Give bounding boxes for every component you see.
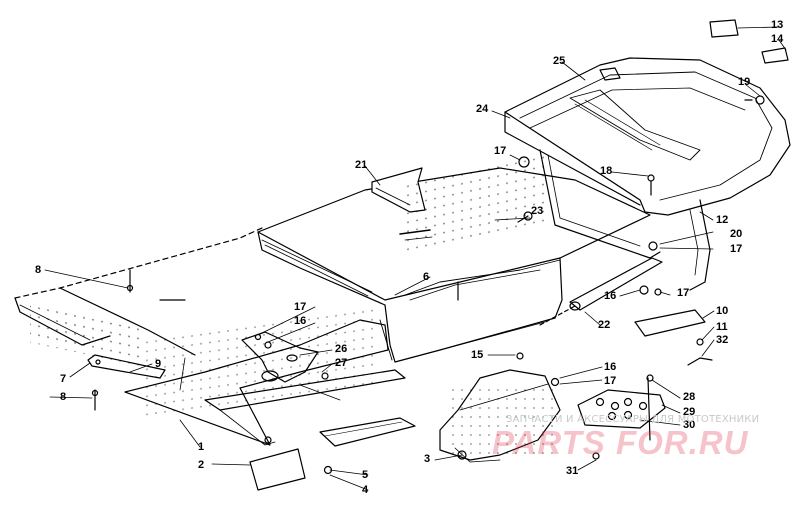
callout-18: 18 [600, 165, 613, 177]
callout-28: 28 [683, 391, 696, 403]
callout-2: 2 [198, 459, 205, 471]
floor-panel-lower [124, 306, 406, 446]
guard-plate [319, 417, 416, 447]
watermark-logo: PARTS FOR.RU [492, 424, 749, 461]
callout-4: 4 [362, 484, 369, 496]
callout-14: 14 [771, 33, 784, 45]
leader-lines [44, 26, 787, 491]
callout-24: 24 [476, 103, 489, 115]
callout-30: 30 [683, 419, 696, 431]
callout-8b: 8 [60, 391, 67, 403]
callout-12: 12 [716, 214, 729, 226]
callout-22: 22 [598, 319, 611, 331]
bracket-strap [87, 354, 166, 379]
callout-11: 11 [716, 321, 728, 333]
callout-1: 1 [198, 441, 205, 453]
decal-14 [761, 47, 789, 64]
callout-31: 31 [566, 465, 579, 477]
callout-6: 6 [423, 271, 430, 283]
callout-26: 26 [335, 343, 348, 355]
callout-17e: 17 [604, 375, 617, 387]
callout-16b: 16 [604, 290, 617, 302]
hinge-plate [577, 377, 666, 441]
callout-8a: 8 [35, 264, 42, 276]
callout-17c: 17 [730, 243, 743, 255]
rear-bumper-rack [504, 57, 791, 291]
callout-16c: 16 [604, 361, 617, 373]
callout-32: 32 [716, 334, 729, 346]
callout-17d: 17 [677, 287, 690, 299]
callout-21: 21 [355, 159, 368, 171]
callout-23: 23 [531, 205, 544, 217]
callout-29: 29 [683, 406, 696, 418]
side-panel-right [379, 153, 563, 363]
callout-15: 15 [471, 349, 484, 361]
callout-20: 20 [730, 228, 743, 240]
callout-16a: 16 [294, 315, 307, 327]
reflector-plate [249, 448, 306, 491]
callout-13: 13 [771, 19, 784, 31]
watermark-tagline: ЗАПЧАСТИ И АКСЕССУАРЫ ДЛЯ МОТОТЕХНИКИ [506, 414, 760, 425]
callout-27: 27 [335, 357, 348, 369]
callout-10: 10 [716, 305, 729, 317]
callout-17a: 17 [294, 301, 307, 313]
callout-5: 5 [362, 469, 369, 481]
callout-9: 9 [155, 358, 162, 370]
callout-25: 25 [553, 55, 566, 67]
callout-17b: 17 [494, 145, 507, 157]
rear-stand-bracket [439, 369, 561, 463]
reflector-bar [634, 309, 706, 337]
decal-13 [709, 19, 739, 38]
cross-bar [539, 257, 663, 326]
callout-19: 19 [738, 76, 751, 88]
callout-3: 3 [424, 453, 431, 465]
callout-7: 7 [60, 373, 67, 385]
tunnel-floor-left [14, 227, 263, 366]
